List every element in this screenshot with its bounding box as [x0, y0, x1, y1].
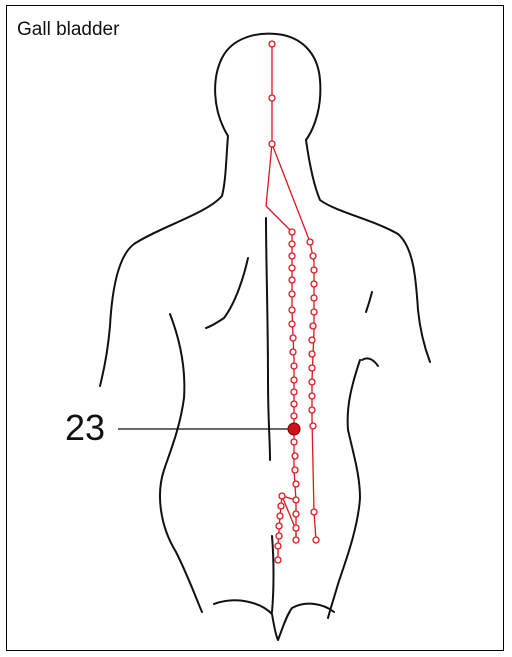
meridian-point — [292, 467, 298, 473]
meridian-point — [293, 537, 299, 543]
highlight-point-23 — [288, 423, 300, 435]
meridian-point — [279, 493, 285, 499]
meridian-point — [291, 413, 297, 419]
meridian-point — [291, 377, 297, 383]
meridian-point — [289, 265, 295, 271]
meridian-point — [311, 295, 317, 301]
left-neck-shoulder-arm — [100, 136, 228, 386]
meridian-point — [309, 351, 315, 357]
meridian-lines — [266, 44, 316, 560]
right-armpit — [366, 292, 372, 312]
meridian-point — [289, 321, 295, 327]
meridian-point — [275, 557, 281, 563]
meridian-point — [289, 253, 295, 259]
meridian-point — [276, 533, 282, 539]
right-torso-side — [328, 360, 360, 618]
meridian-point — [309, 365, 315, 371]
meridian-point — [278, 503, 284, 509]
gluteal-cleft — [272, 536, 274, 612]
meridian-point — [309, 407, 315, 413]
right-neck-shoulder-arm — [306, 140, 430, 362]
meridian-point — [289, 229, 295, 235]
meridian-point — [269, 41, 275, 47]
spine-groove — [266, 218, 270, 460]
meridian-point — [309, 337, 315, 343]
left-armpit — [206, 258, 248, 328]
meridian-point — [293, 525, 299, 531]
meridian-point — [291, 389, 297, 395]
meridian-point — [291, 439, 297, 445]
meridian-point — [290, 335, 296, 341]
meridian-point — [311, 309, 317, 315]
meridian-point — [289, 291, 295, 297]
meridian-point — [289, 277, 295, 283]
meridian-point — [269, 141, 275, 147]
meridian-point — [293, 481, 299, 487]
meridian-point — [275, 543, 281, 549]
meridian-point — [292, 453, 298, 459]
meridian-point — [293, 511, 299, 517]
head-outline — [215, 34, 320, 140]
meridian-point — [309, 379, 315, 385]
meridian-point — [310, 253, 316, 259]
meridian-point — [310, 323, 316, 329]
body-outline — [100, 34, 430, 640]
meridian-point — [269, 95, 275, 101]
meridian-point — [293, 497, 299, 503]
meridian-point — [311, 281, 317, 287]
left-torso-side — [160, 314, 202, 612]
meridian-point — [310, 423, 316, 429]
meridian-point — [309, 393, 315, 399]
meridian-point — [291, 363, 297, 369]
meridian-point — [289, 241, 295, 247]
meridian-point — [276, 523, 282, 529]
buttocks-outline — [214, 600, 334, 640]
meridian-point — [313, 537, 319, 543]
meridian-point — [307, 239, 313, 245]
meridian-point — [289, 307, 295, 313]
meridian-points — [269, 41, 319, 563]
meridian-point — [311, 267, 317, 273]
meridian-point — [291, 401, 297, 407]
meridian-point — [311, 509, 317, 515]
meridian-point — [290, 349, 296, 355]
meridian-head-line — [266, 44, 292, 232]
meridian-point — [277, 513, 283, 519]
right-arm-inner — [362, 358, 378, 366]
